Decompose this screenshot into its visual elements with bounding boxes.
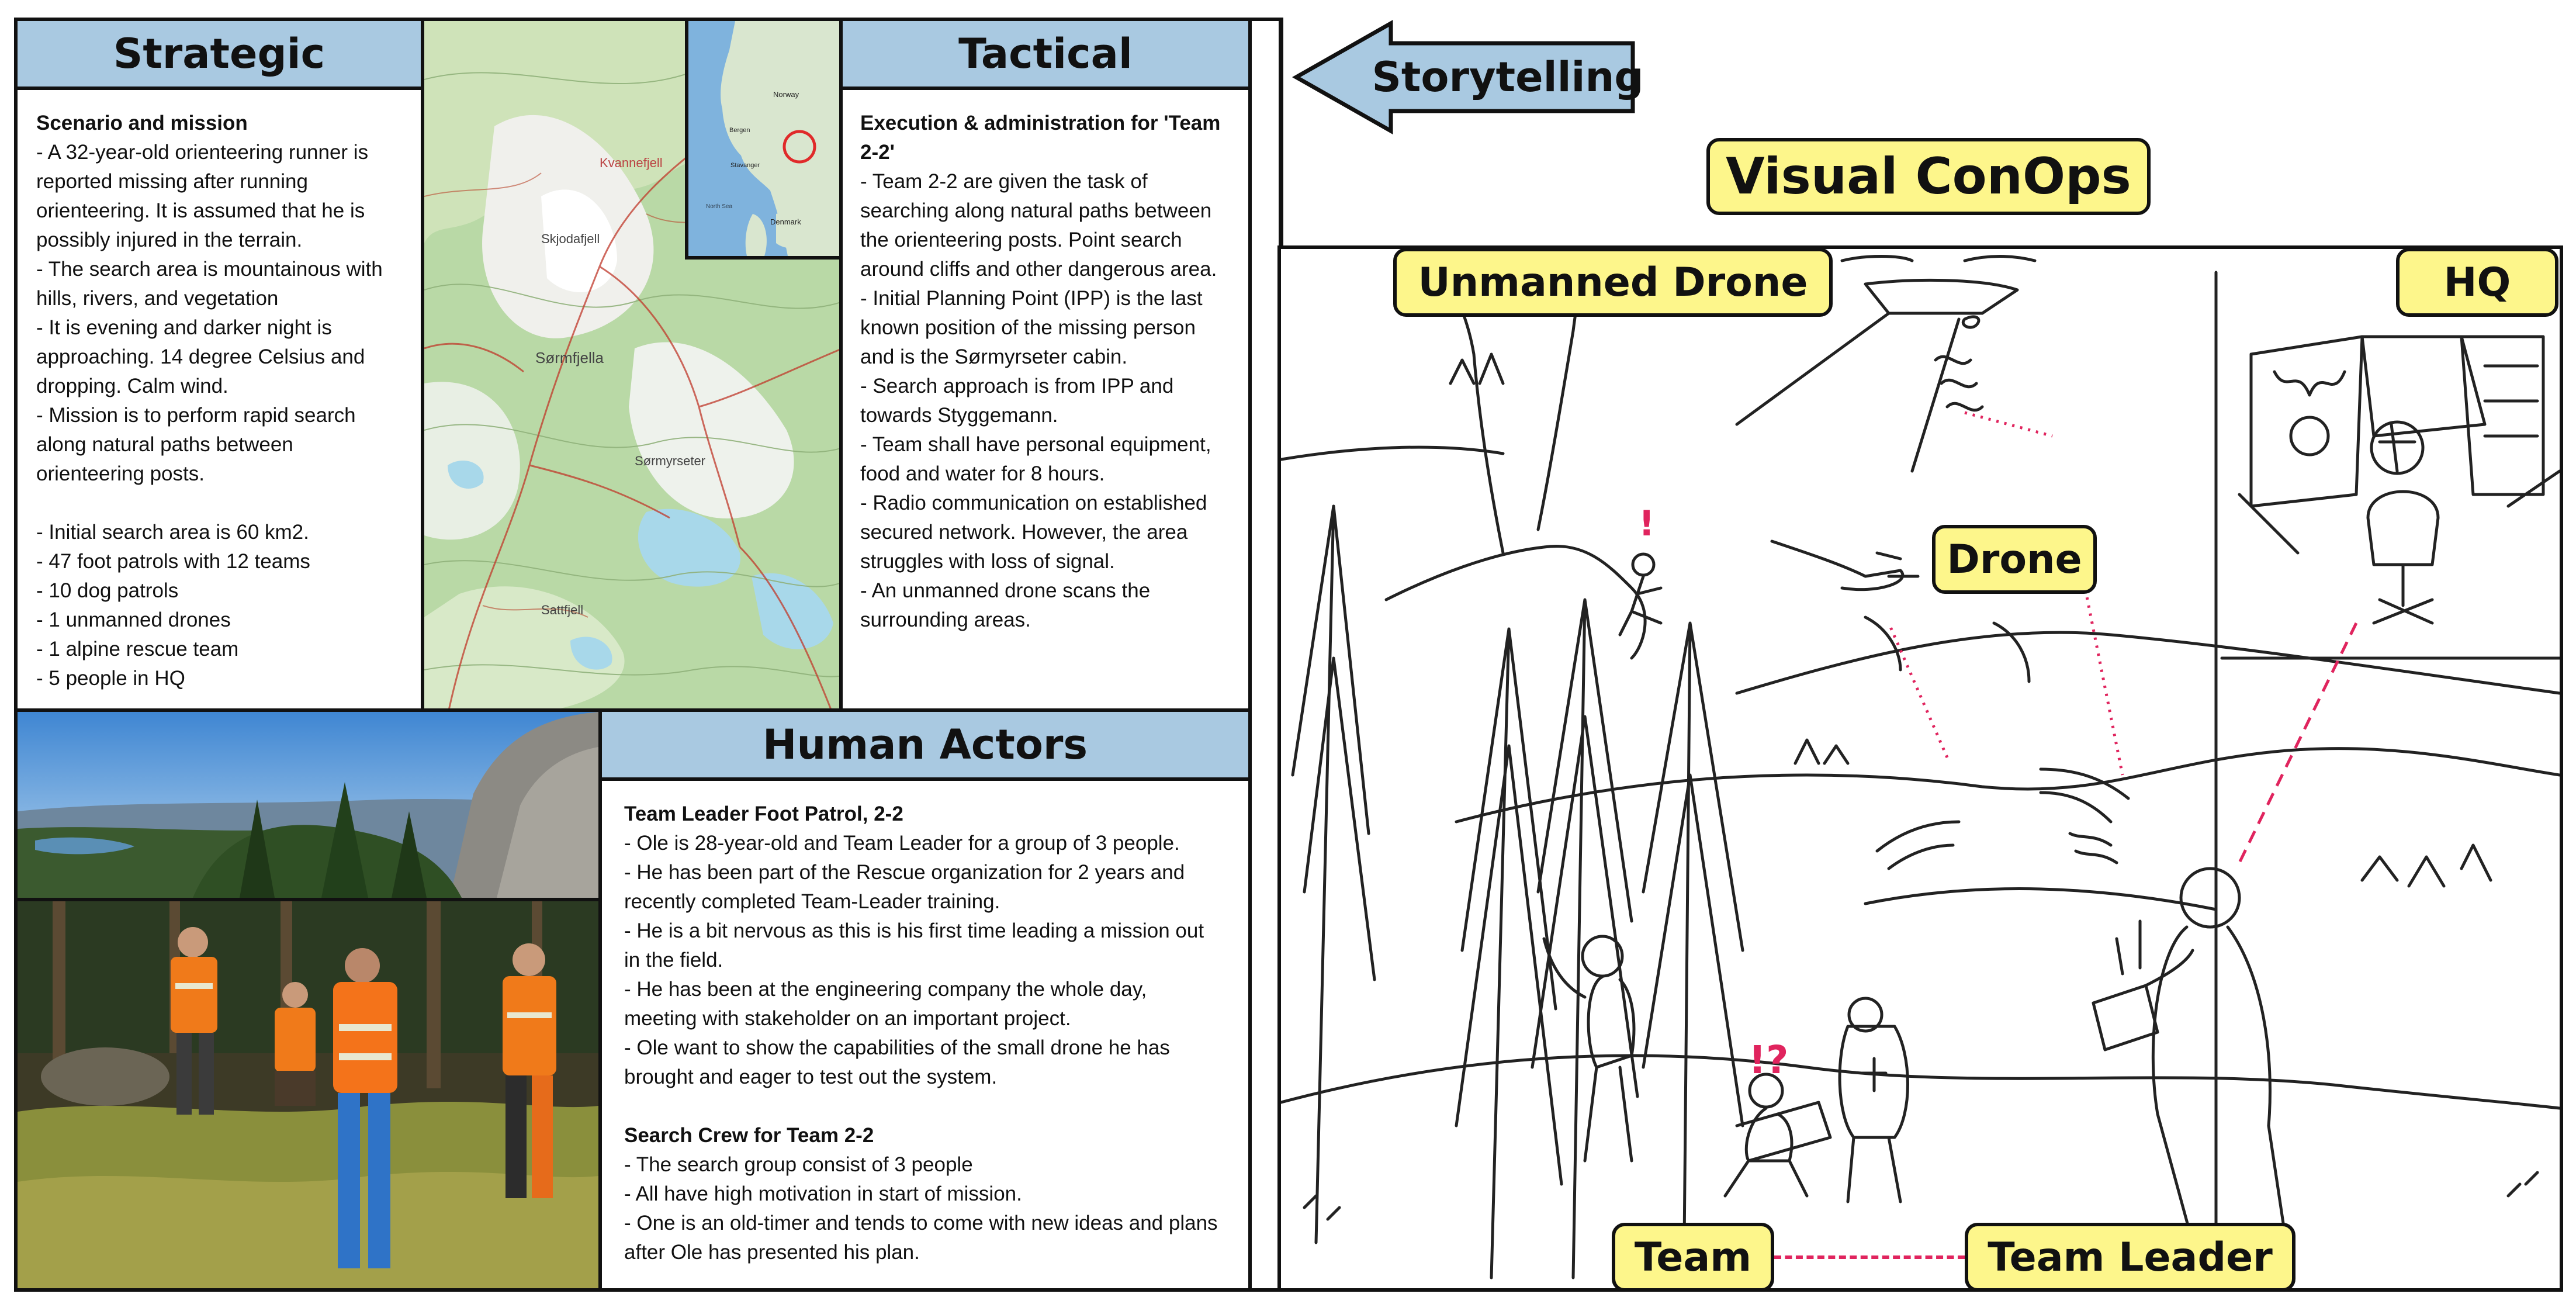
team-photo <box>14 898 602 1292</box>
storytelling-label: Storytelling <box>1372 53 1644 101</box>
strategic-line: - 10 dog patrols <box>36 579 179 602</box>
team-photo-svg <box>18 901 598 1288</box>
team-link-line <box>1774 1255 1965 1259</box>
human-actors-line: - He has been at the engineering company… <box>624 978 1147 1030</box>
search-area-marker <box>783 130 816 164</box>
strategic-line: - It is evening and darker night is appr… <box>36 316 365 397</box>
visual-conops-title: Visual ConOps <box>1706 138 2151 215</box>
human-actors-line: - All have high motivation in start of m… <box>624 1182 1022 1205</box>
team-tag: Team <box>1612 1223 1774 1292</box>
strategic-line: - Mission is to perform rapid search alo… <box>36 404 356 485</box>
tactical-title: Tactical <box>843 21 1248 90</box>
strategic-body: Scenario and mission - A 32-year-old ori… <box>36 109 406 693</box>
terrain-map: Kvannefjell Skjodafjell Sørmfjella Sørmy… <box>424 18 843 712</box>
map-label: Sattfjell <box>541 603 583 617</box>
strategic-line: - Initial search area is 60 km2. <box>36 521 309 544</box>
hq-tag: HQ <box>2396 248 2558 317</box>
storytelling-arrow: Storytelling <box>1292 19 1644 135</box>
conops-sketch-svg: ! !? <box>1281 255 2560 1279</box>
strategic-line: - The search area is mountainous with hi… <box>36 258 383 310</box>
team-leader-subtitle: Team Leader Foot Patrol, 2-2 <box>624 803 903 825</box>
team-leader-tag: Team Leader <box>1965 1223 2295 1292</box>
tactical-line: - An unmanned drone scans the surroundin… <box>860 579 1151 631</box>
conops-sketch: ! !? <box>1277 245 2563 1292</box>
map-label: Skjodafjell <box>541 231 600 246</box>
strategic-line: - 5 people in HQ <box>36 667 185 690</box>
tactical-line: - Radio communication on established sec… <box>860 492 1207 573</box>
strategic-subtitle: Scenario and mission <box>36 112 248 134</box>
tactical-subtitle: Execution & administration for 'Team 2-2… <box>860 112 1221 164</box>
terrain-map-svg: Kvannefjell Skjodafjell Sørmfjella Sørmy… <box>424 21 843 708</box>
question-mark: !? <box>1749 1037 1788 1082</box>
locator-map-inset: Norway Bergen Stavanger Denmark North Se… <box>685 18 843 260</box>
human-actors-line: - The search group consist of 3 people <box>624 1153 973 1176</box>
inset-label: Denmark <box>770 217 801 226</box>
tactical-line: - Team shall have personal equipment, fo… <box>860 433 1211 485</box>
tactical-line: - Initial Planning Point (IPP) is the la… <box>860 287 1203 368</box>
unmanned-drone-tag: Unmanned Drone <box>1393 248 1833 317</box>
locator-map-svg: Norway Bergen Stavanger Denmark North Se… <box>688 21 839 256</box>
tactical-line: - Search approach is from IPP and toward… <box>860 375 1174 427</box>
inset-label: North Sea <box>706 203 732 210</box>
human-actors-title: Human Actors <box>602 712 1248 781</box>
human-actors-line: - He has been part of the Rescue organiz… <box>624 861 1185 913</box>
inset-label: Bergen <box>729 127 750 134</box>
strategic-line: - A 32-year-old orienteering runner is r… <box>36 141 369 251</box>
map-label: Kvannefjell <box>600 155 663 170</box>
human-actors-body: Team Leader Foot Patrol, 2-2 - Ole is 28… <box>624 800 1225 1267</box>
alert-mark: ! <box>1639 503 1654 544</box>
human-actors-line: - Ole is 28-year-old and Team Leader for… <box>624 832 1180 855</box>
strategic-title: Strategic <box>18 21 421 90</box>
human-actors-line: - He is a bit nervous as this is his fir… <box>624 919 1204 971</box>
strategic-line: - 47 foot patrols with 12 teams <box>36 550 310 573</box>
inset-label: Norway <box>773 90 799 99</box>
tactical-body: Execution & administration for 'Team 2-2… <box>860 109 1234 635</box>
search-crew-subtitle: Search Crew for Team 2-2 <box>624 1124 874 1147</box>
tactical-panel: Tactical Execution & administration for … <box>839 18 1252 712</box>
human-actors-line: - One is an old-timer and tends to come … <box>624 1212 1218 1264</box>
landscape-photo <box>14 708 602 901</box>
strategic-line: - 1 unmanned drones <box>36 608 231 631</box>
drone-tag: Drone <box>1932 525 2097 594</box>
strategic-panel: Strategic Scenario and mission - A 32-ye… <box>14 18 424 712</box>
human-actors-line: - Ole want to show the capabilities of t… <box>624 1036 1170 1088</box>
storytelling-arrow-svg <box>1292 19 1635 135</box>
map-label: Sørmfjella <box>535 349 604 366</box>
divider <box>1248 18 1252 1292</box>
human-actors-panel: Human Actors Team Leader Foot Patrol, 2-… <box>598 708 1252 1292</box>
map-label: Sørmyrseter <box>635 454 705 468</box>
strategic-line: - 1 alpine rescue team <box>36 638 239 660</box>
tactical-line: - Team 2-2 are given the task of searchi… <box>860 170 1217 281</box>
inset-label: Stavanger <box>730 162 760 169</box>
landscape-photo-svg <box>18 712 598 898</box>
